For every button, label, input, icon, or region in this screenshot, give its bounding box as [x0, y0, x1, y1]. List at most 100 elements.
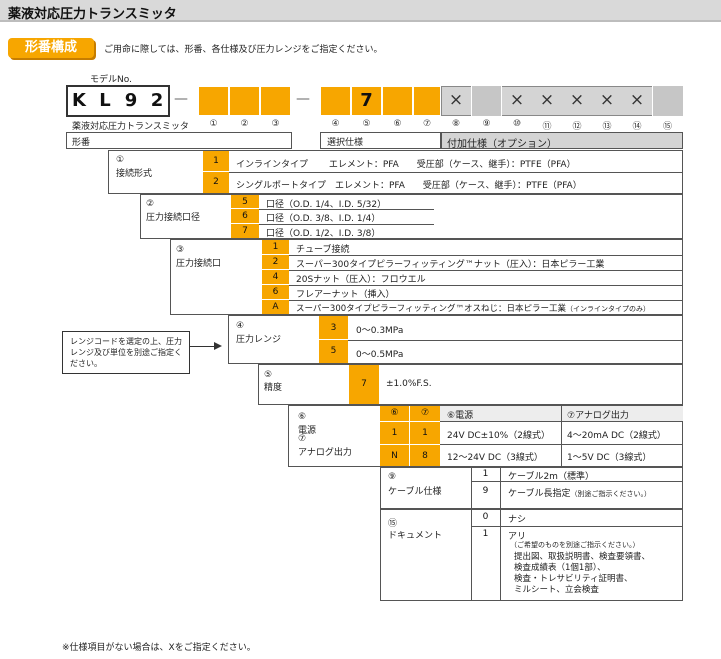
- s15-text-1: ナシ: [508, 515, 527, 525]
- s9-text-2-main: ケーブル長指定: [508, 489, 571, 499]
- s3-code-5: A: [262, 300, 289, 314]
- code-cell-2: [229, 86, 260, 116]
- s1-code-2: 2: [203, 172, 229, 193]
- s2-divider-1: [259, 209, 434, 210]
- model-letter-l: L: [99, 90, 111, 111]
- s67-head-power: ⑥電源: [447, 411, 474, 421]
- section-3-num: ③: [176, 245, 185, 255]
- s4-code-1: 3: [319, 316, 348, 340]
- model-letter-box: [66, 85, 170, 117]
- num-14: ⑭: [632, 122, 642, 132]
- code-cell-15: [652, 86, 683, 116]
- s3-text-5: スーパー300タイプピラーフィッティング™オスねじ：日本ピラー工業（インラインタ…: [296, 302, 650, 314]
- product-name: 薬液対応圧力トランスミッタ: [72, 122, 189, 132]
- num-7: ⑦: [422, 119, 432, 129]
- s3-code-1: 1: [262, 240, 289, 255]
- s9-col-l: [471, 467, 472, 509]
- s4-text-1: 0～0.3MPa: [356, 326, 404, 336]
- s15-detail-4: 検査・トレサビリティ証明書、: [514, 574, 633, 584]
- section-9-label: ケーブル仕様: [388, 487, 442, 497]
- s5-text: ±1.0%F.S.: [386, 379, 432, 389]
- section-4-num: ④: [236, 321, 245, 331]
- s15-divider: [471, 526, 683, 527]
- s3-code-2: 2: [262, 255, 289, 270]
- s9-col-r: [500, 467, 501, 509]
- s2-code-1: 5: [231, 195, 259, 209]
- s3-text-1: チューブ接続: [296, 245, 350, 255]
- section-6-num: ⑥: [298, 412, 307, 422]
- s9-code-1: 1: [482, 469, 489, 479]
- section-9-box: [380, 467, 683, 509]
- section-3-label: 圧力接続口: [176, 259, 222, 269]
- code-cell-6: [382, 86, 413, 116]
- s2-code-2: 6: [231, 209, 259, 224]
- selected-label: 選択仕様: [327, 138, 364, 148]
- num-3: ③: [271, 119, 280, 129]
- s9-code-2: 9: [482, 486, 489, 496]
- model-letter-k: K: [72, 90, 86, 111]
- s9-text-2-small: （別途ご指示ください。）: [570, 490, 651, 498]
- s1-code-1: 1: [203, 151, 229, 172]
- section-67-box: [288, 405, 683, 467]
- s3-text-4: フレアーナット（挿入）: [296, 290, 395, 300]
- section-6-label: 電源: [298, 426, 317, 436]
- section-7-num: ⑦: [298, 434, 307, 444]
- num-4: ④: [331, 119, 340, 129]
- code-cell-1: [198, 86, 229, 116]
- s67-r2-output: 1～5V DC（3線式）: [567, 453, 652, 463]
- section-5-num: ⑤: [264, 370, 273, 380]
- code-cell-4: [320, 86, 351, 116]
- s9-divider: [471, 481, 683, 482]
- num-1: ①: [209, 119, 218, 129]
- section-4-box: [228, 315, 683, 364]
- section-badge: 形番構成: [8, 38, 94, 58]
- section-1-label: 接続形式: [116, 169, 153, 179]
- num-5: ⑤: [362, 119, 371, 129]
- s9-text-2: ケーブル長指定（別途ご指示ください。）: [508, 486, 651, 499]
- s3-text-2: スーパー300タイプピラーフィッティング™ナット（圧入）：日本ピラー工業: [296, 260, 605, 270]
- x-mark-10: ×: [509, 90, 525, 110]
- s2-divider-2: [259, 224, 434, 225]
- s3-divider-2: [289, 270, 683, 271]
- s1-text-2: シングルポートタイプ エレメント：PFA 受圧部（ケース、継手）：PTFE（PF…: [236, 181, 582, 191]
- section-9-num: ⑨: [388, 472, 397, 482]
- keiban-label: 形番: [72, 138, 91, 148]
- s3-divider-4: [289, 300, 683, 301]
- s4-code-2: 5: [319, 340, 348, 363]
- s15-col-r: [500, 509, 501, 601]
- num-6: ⑥: [393, 119, 402, 129]
- s4-text-2: 0～0.5MPa: [356, 350, 404, 360]
- s67-r1-c7: 1: [410, 421, 440, 444]
- intro-text: ご用命に際しては、形番、各仕様及び圧力レンジをご指定ください。: [104, 45, 383, 55]
- num-15: ⑮: [662, 122, 672, 132]
- footnote: ※仕様項目がない場合は、Xをご指定ください。: [62, 643, 256, 653]
- s15-col-l: [471, 509, 472, 601]
- s2-text-1: 口径（O.D. 1/4、I.D. 5/32）: [266, 200, 387, 210]
- model-label: モデルNo.: [90, 75, 132, 85]
- section-15-box: [380, 509, 683, 601]
- s2-text-2: 口径（O.D. 3/8、I.D. 1/4）: [266, 214, 381, 224]
- s67-r1-power: 24V DC±10%（2線式）: [447, 431, 550, 441]
- code-cell-5: 7: [351, 86, 382, 116]
- section-3-box: [170, 239, 683, 315]
- num-12: ⑫: [572, 122, 582, 132]
- s1-divider: [229, 172, 683, 173]
- arrow-head-icon: [214, 342, 222, 350]
- note-box: [62, 331, 190, 374]
- code-cell-7: [413, 86, 441, 116]
- option-label: 付加仕様（オプション）: [447, 139, 557, 150]
- dash-1: —: [174, 91, 188, 107]
- code-cell-3: [260, 86, 291, 116]
- s3-text-3: 20Sナット（圧入）：フロウエル: [296, 275, 426, 285]
- section-7-label: アナログ出力: [298, 448, 352, 458]
- s67-r2-power: 12～24V DC（3線式）: [447, 453, 543, 463]
- s67-r2-c7: 8: [410, 444, 440, 466]
- selected-header: [320, 132, 441, 149]
- s3-divider-1: [289, 255, 683, 256]
- model-letter-9: 9: [124, 90, 138, 111]
- s9-text-1: ケーブル2m（標準）: [508, 472, 594, 482]
- s3-text-5-small: （インラインタイプのみ）: [565, 305, 650, 313]
- option-header: [441, 132, 683, 149]
- s3-divider-3: [289, 285, 683, 286]
- s15-detail-1: （ご希望のものを別途ご指示ください。）: [510, 541, 640, 549]
